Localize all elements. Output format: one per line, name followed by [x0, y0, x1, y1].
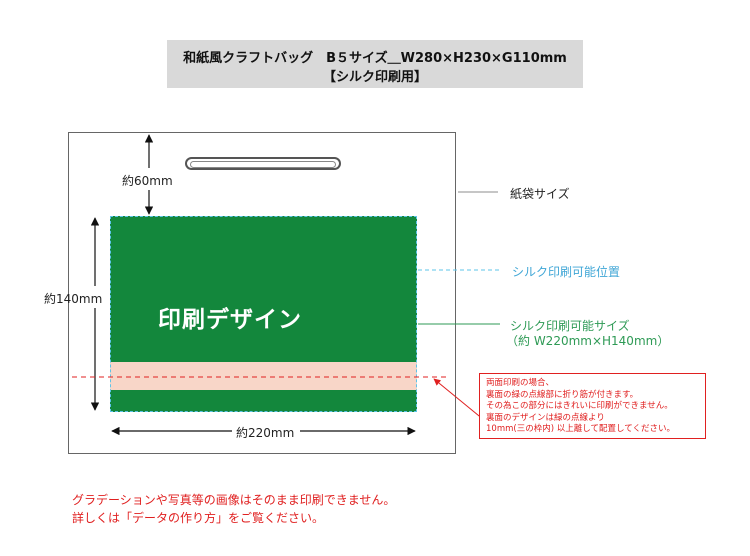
note-leader — [433, 378, 485, 421]
note-line: 裏面の緑の点線部に折り筋が付きます。 — [486, 389, 639, 400]
product-title: 和紙風クラフトバッグ B５サイズ＿W280×H230×G110mm — [183, 51, 567, 66]
note-line: その為この部分にはきれいに印刷ができません。 — [486, 401, 673, 411]
note-line: 裏面のデザインは緑の点線より — [486, 412, 605, 423]
note-line: 両面印刷の場合、 — [486, 378, 555, 388]
width-label: 約220mm — [236, 426, 295, 440]
product-subtitle: 【シルク印刷用】 — [322, 70, 427, 85]
fold-band — [110, 362, 417, 390]
footer-reference: 詳しくは「データの作り方」をご覧ください。 — [72, 511, 325, 525]
bag-handle — [185, 157, 341, 170]
height-label: 約140mm — [44, 292, 103, 306]
printable-size-label: シルク印刷可能サイズ — [510, 319, 630, 333]
title-banner: 和紙風クラフトバッグ B５サイズ＿W280×H230×G110mm 【シルク印刷… — [167, 40, 583, 88]
top-gap-label: 約60mm — [122, 174, 173, 188]
printable-outline — [110, 216, 417, 412]
note-line: 10mm(三の枠内) 以上離して配置してください。 — [486, 424, 675, 434]
printable-size-dimensions: （約 W220mm×H140mm） — [506, 334, 670, 348]
design-label: 印刷デザイン — [158, 307, 302, 333]
double-sided-note: 両面印刷の場合、 裏面の緑の点線部に折り筋が付きます。 その為この部分にはきれい… — [479, 373, 706, 439]
printable-position-label: シルク印刷可能位置 — [512, 265, 621, 279]
bag-size-label: 紙袋サイズ — [510, 187, 570, 201]
footer-warning: グラデーションや写真等の画像はそのまま印刷できません。 — [72, 493, 396, 507]
